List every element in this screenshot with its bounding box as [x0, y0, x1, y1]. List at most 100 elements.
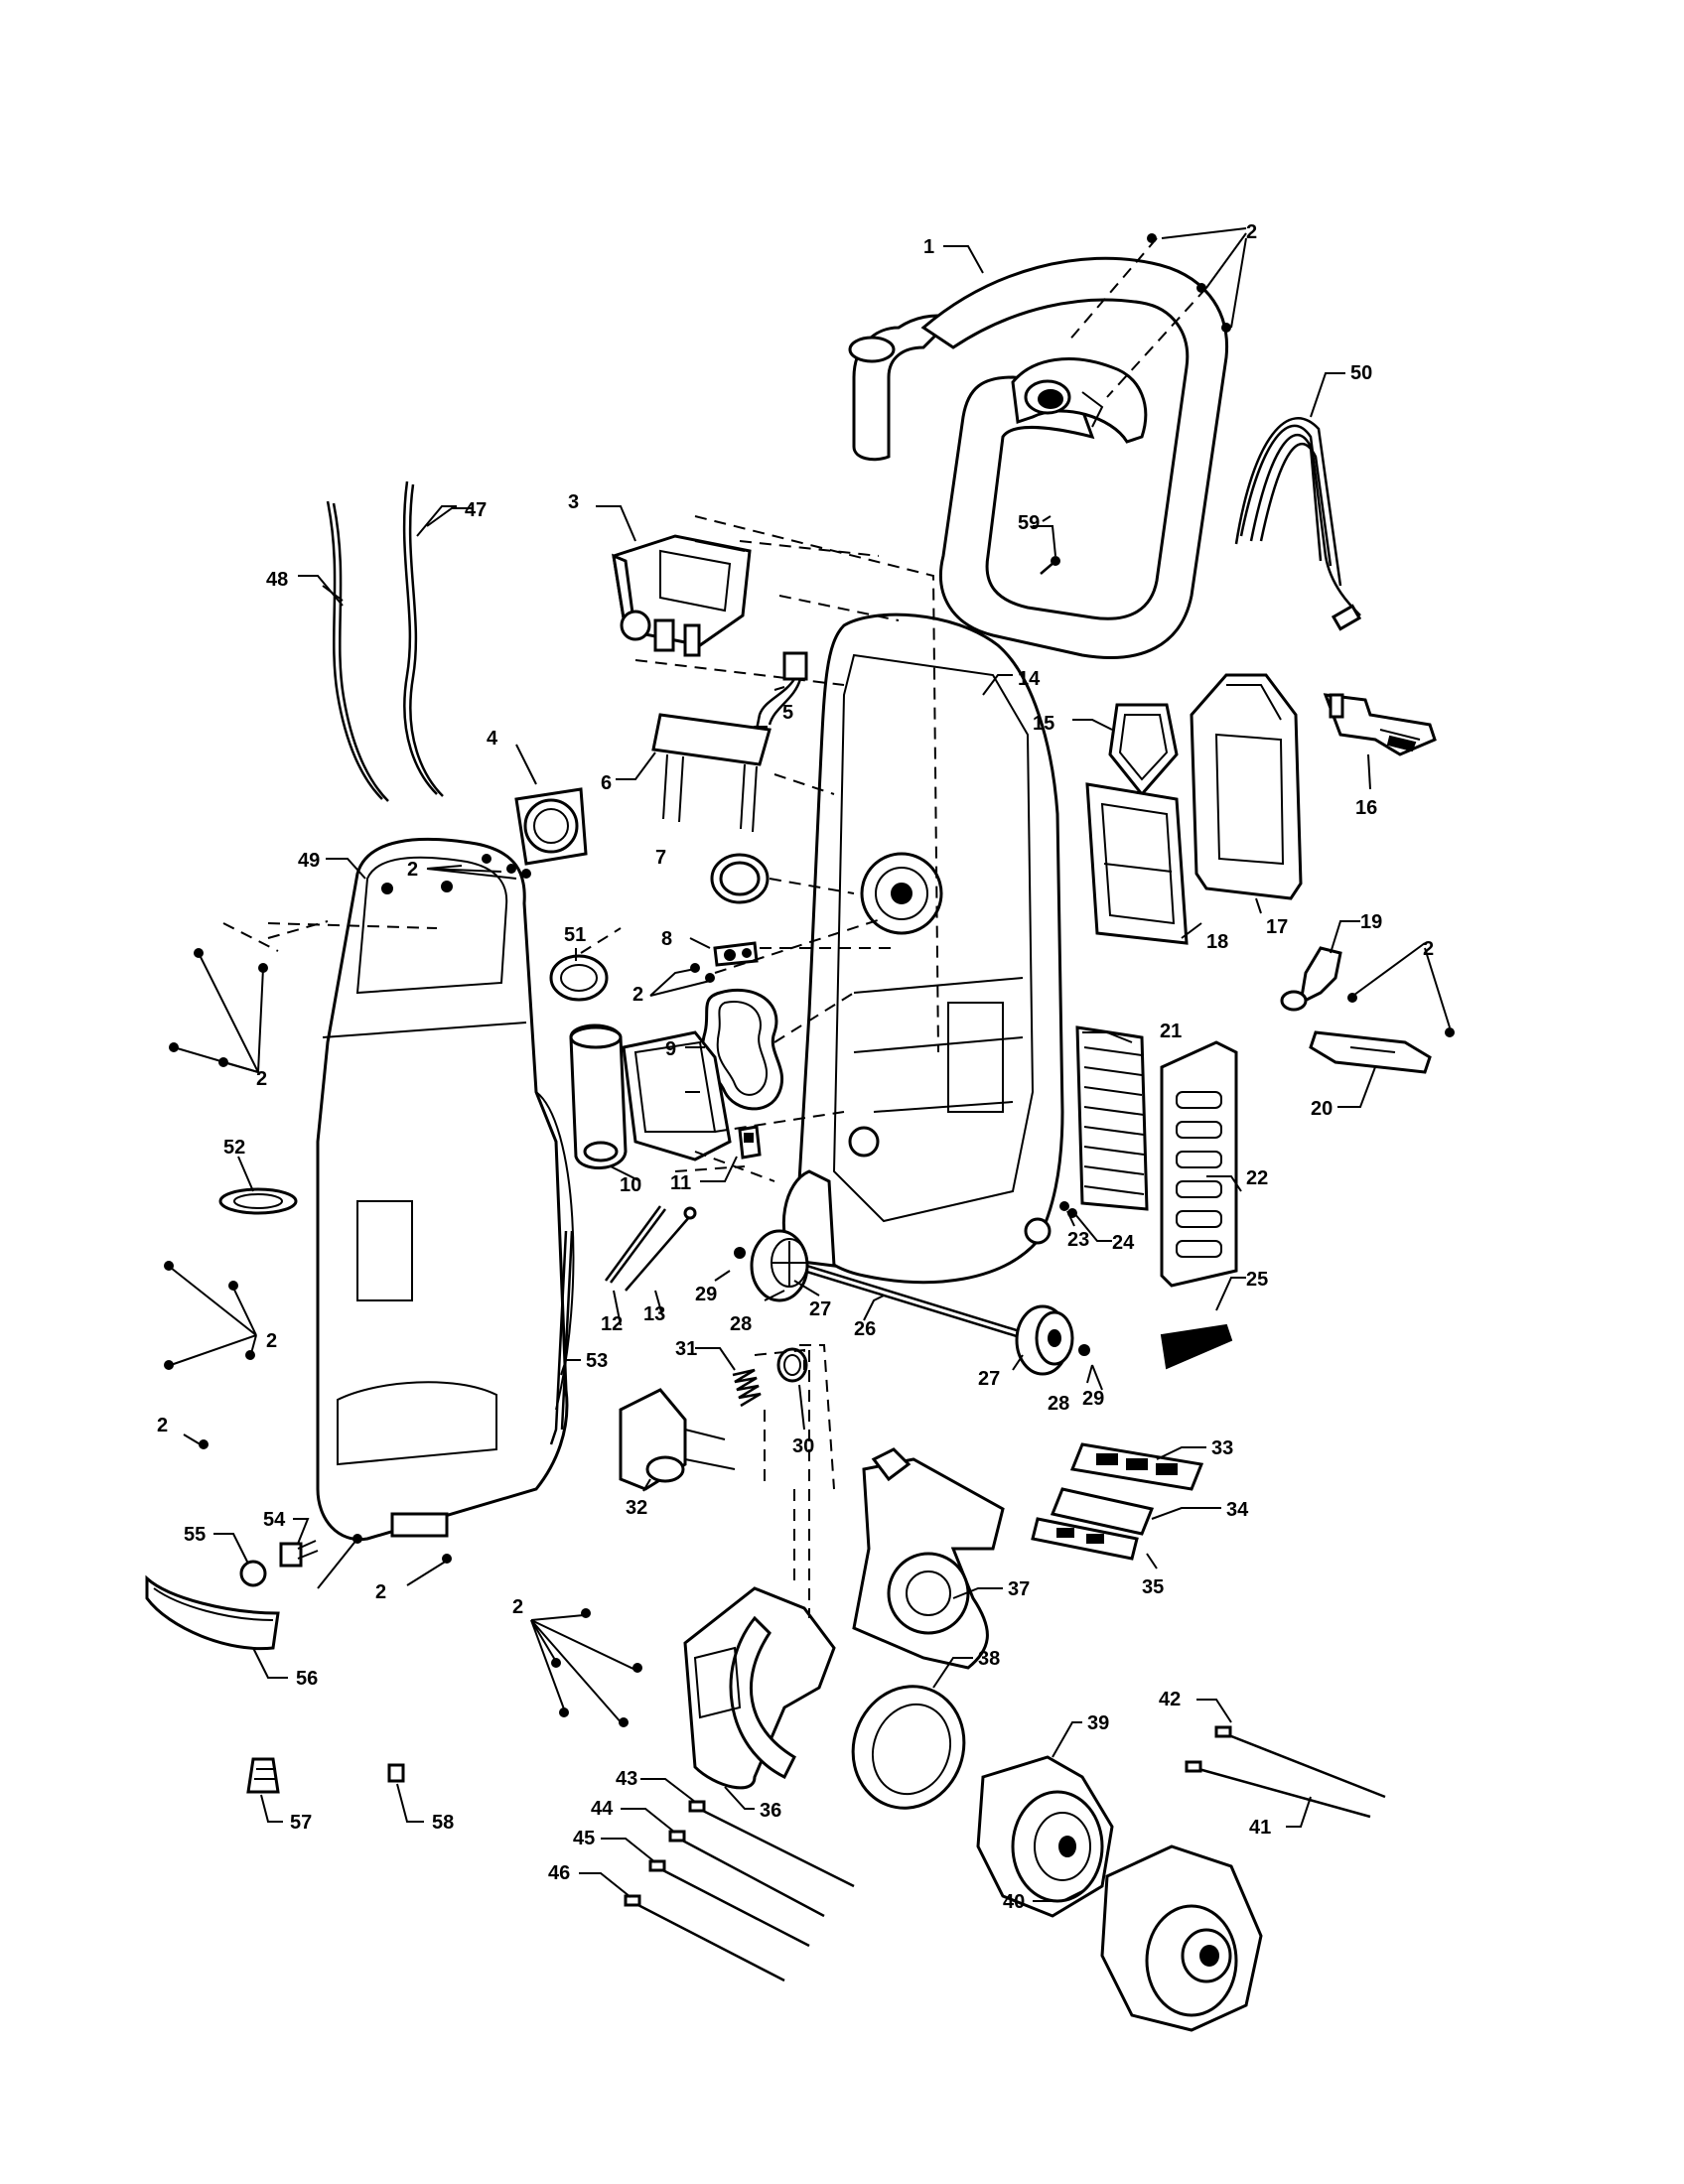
callout-3: 3 — [568, 491, 579, 513]
callout-28: 28 — [730, 1313, 752, 1335]
callout-46: 46 — [548, 1862, 570, 1884]
part-41-cable-tie — [1185, 1760, 1371, 1819]
part-58-nut — [387, 1763, 405, 1783]
callout-28: 28 — [1048, 1393, 1069, 1415]
callout-20: 20 — [1311, 1098, 1333, 1120]
callout-29: 29 — [1082, 1388, 1104, 1410]
part-54-led-holder — [279, 1540, 319, 1568]
callout-50: 50 — [1350, 362, 1372, 384]
part-25-brush-strip — [1160, 1323, 1233, 1370]
callout-27: 27 — [978, 1368, 1000, 1390]
callout-24: 24 — [1112, 1232, 1135, 1254]
part-38-seal-ring — [851, 1685, 966, 1810]
callout-16: 16 — [1355, 797, 1377, 819]
callout-2: 2 — [1246, 221, 1257, 243]
callout-38: 38 — [978, 1648, 1000, 1670]
callout-labels: 1 2 2 2 2 2 2 2 2 2 3 4 5 6 7 8 9 10 11 … — [157, 221, 1434, 1913]
callout-35: 35 — [1142, 1576, 1164, 1598]
callout-18: 18 — [1206, 931, 1228, 953]
callout-27: 27 — [809, 1298, 831, 1320]
callout-9: 9 — [665, 1038, 676, 1060]
part-3-upper-housing — [612, 534, 752, 657]
callout-2: 2 — [266, 1330, 277, 1352]
callout-4: 4 — [487, 728, 498, 750]
part-28-wheel-left — [750, 1229, 809, 1302]
part-13-rod — [625, 1206, 697, 1292]
callout-5: 5 — [782, 702, 793, 724]
part-36-fan-housing — [683, 1586, 836, 1790]
part-51-ring-seal — [549, 954, 609, 1002]
callout-36: 36 — [760, 1800, 781, 1822]
callout-22: 22 — [1246, 1167, 1268, 1189]
part-37-fan-housing — [852, 1447, 1005, 1670]
callout-1: 1 — [923, 236, 934, 258]
callout-42: 42 — [1159, 1689, 1181, 1710]
callout-2: 2 — [512, 1596, 523, 1618]
part-18-filter-frame — [1085, 782, 1189, 945]
callout-39: 39 — [1087, 1712, 1109, 1734]
callout-2: 2 — [632, 984, 643, 1006]
part-40-motor-housing — [1100, 1844, 1263, 2032]
part-35-plate — [1031, 1517, 1139, 1561]
part-33-plate — [1069, 1442, 1204, 1491]
part-20-latch-plate — [1309, 1030, 1432, 1074]
callout-12: 12 — [601, 1313, 623, 1335]
callout-37: 37 — [1008, 1578, 1030, 1600]
part-46-cable-tie — [624, 1894, 785, 1982]
callout-53: 53 — [586, 1350, 608, 1372]
callout-25: 25 — [1246, 1269, 1268, 1291]
part-29-caps — [734, 1247, 1090, 1356]
callout-49: 49 — [298, 850, 320, 872]
callout-54: 54 — [263, 1509, 286, 1531]
part-7-ring — [710, 853, 770, 904]
callout-43: 43 — [616, 1768, 637, 1790]
part-8-bracket — [713, 941, 759, 967]
part-34-strip — [1050, 1487, 1155, 1536]
callout-19: 19 — [1360, 911, 1382, 933]
assembly-lines — [222, 237, 1207, 1618]
callout-6: 6 — [601, 772, 612, 794]
part-26-axle — [773, 1254, 1034, 1343]
part-11-switch — [738, 1125, 762, 1160]
callout-41: 41 — [1249, 1817, 1271, 1839]
callout-57: 57 — [290, 1812, 312, 1834]
part-43-cable-tie — [688, 1800, 855, 1888]
callout-14: 14 — [1018, 668, 1041, 690]
callout-52: 52 — [223, 1137, 245, 1159]
callout-29: 29 — [695, 1284, 717, 1305]
part-9-belt — [701, 988, 783, 1111]
part-16-bracket — [1323, 693, 1437, 756]
callout-23: 23 — [1067, 1229, 1089, 1251]
part-32-bracket — [619, 1388, 736, 1491]
part-15-gasket — [1108, 703, 1179, 797]
leader-lines — [170, 227, 1451, 1902]
callout-56: 56 — [296, 1668, 318, 1690]
part-47-wire — [402, 480, 444, 797]
callout-58: 58 — [432, 1812, 454, 1834]
callout-8: 8 — [661, 928, 672, 950]
callout-47: 47 — [465, 499, 487, 521]
callout-48: 48 — [266, 569, 288, 591]
part-52-gasket — [218, 1187, 298, 1215]
callout-2: 2 — [1423, 938, 1434, 960]
callout-30: 30 — [792, 1435, 814, 1457]
part-42-cable-tie — [1214, 1725, 1386, 1799]
part-14-main-chassis — [781, 613, 1064, 1285]
part-55-bulb — [239, 1560, 267, 1587]
callout-51: 51 — [564, 924, 586, 946]
callout-44: 44 — [591, 1798, 614, 1820]
callout-40: 40 — [1003, 1891, 1025, 1913]
part-39-motor — [976, 1755, 1114, 1918]
callout-59: 59 — [1018, 512, 1040, 534]
callout-32: 32 — [626, 1497, 647, 1519]
callout-55: 55 — [184, 1524, 206, 1546]
callout-2: 2 — [256, 1068, 267, 1090]
part-4-round-cover — [514, 787, 588, 866]
part-5-wire-harness — [754, 651, 808, 736]
part-53-rod — [549, 1230, 574, 1445]
part-49-front-cover — [316, 837, 575, 1542]
part-48-wire — [326, 500, 389, 802]
part-44-cable-tie — [668, 1830, 825, 1918]
